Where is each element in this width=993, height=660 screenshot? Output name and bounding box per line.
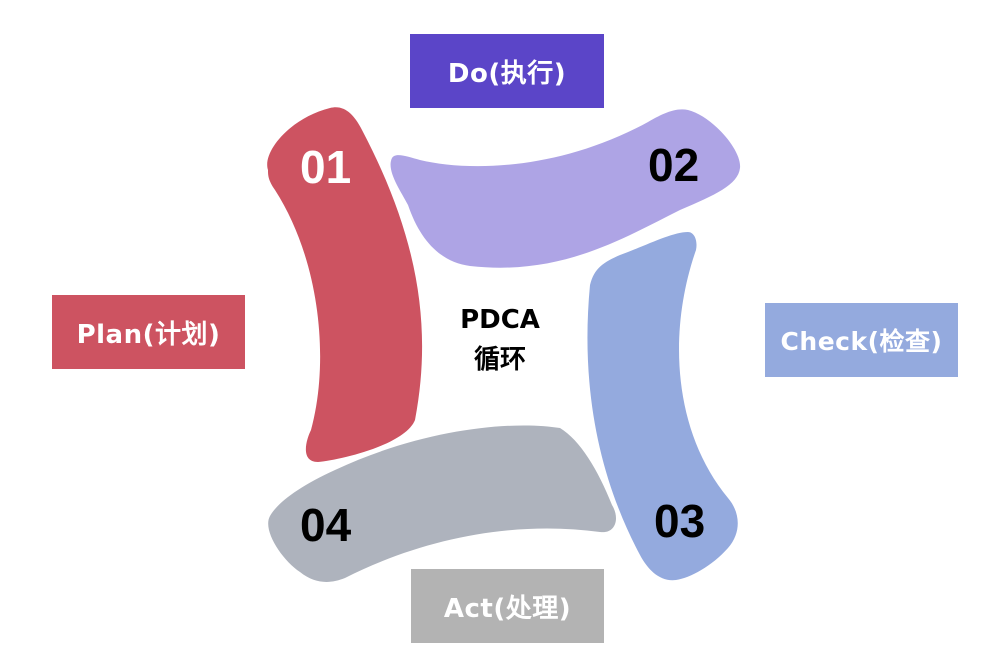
center-line-2: 循环	[473, 345, 526, 375]
act-label: Act(处理)	[443, 593, 572, 624]
act-arc	[268, 425, 616, 582]
stage-number-03: 03	[654, 495, 705, 547]
cycle-center-title: PDCA 循环	[430, 300, 570, 380]
plan-arc	[267, 107, 423, 463]
plan-label: Plan(计划)	[76, 319, 221, 350]
check-label: Check(检查)	[780, 327, 943, 356]
check-label-box: Check(检查)	[765, 303, 958, 377]
stage-number-04: 04	[300, 499, 352, 551]
check-arc	[587, 232, 738, 581]
plan-label-box: Plan(计划)	[52, 295, 245, 369]
center-line-1: PDCA	[460, 305, 540, 335]
do-arc	[390, 109, 741, 268]
do-label: Do(执行)	[447, 58, 567, 89]
do-label-box: Do(执行)	[410, 34, 604, 108]
stage-number-01: 01	[300, 141, 351, 193]
stage-number-02: 02	[648, 139, 699, 191]
act-label-box: Act(处理)	[411, 569, 604, 643]
